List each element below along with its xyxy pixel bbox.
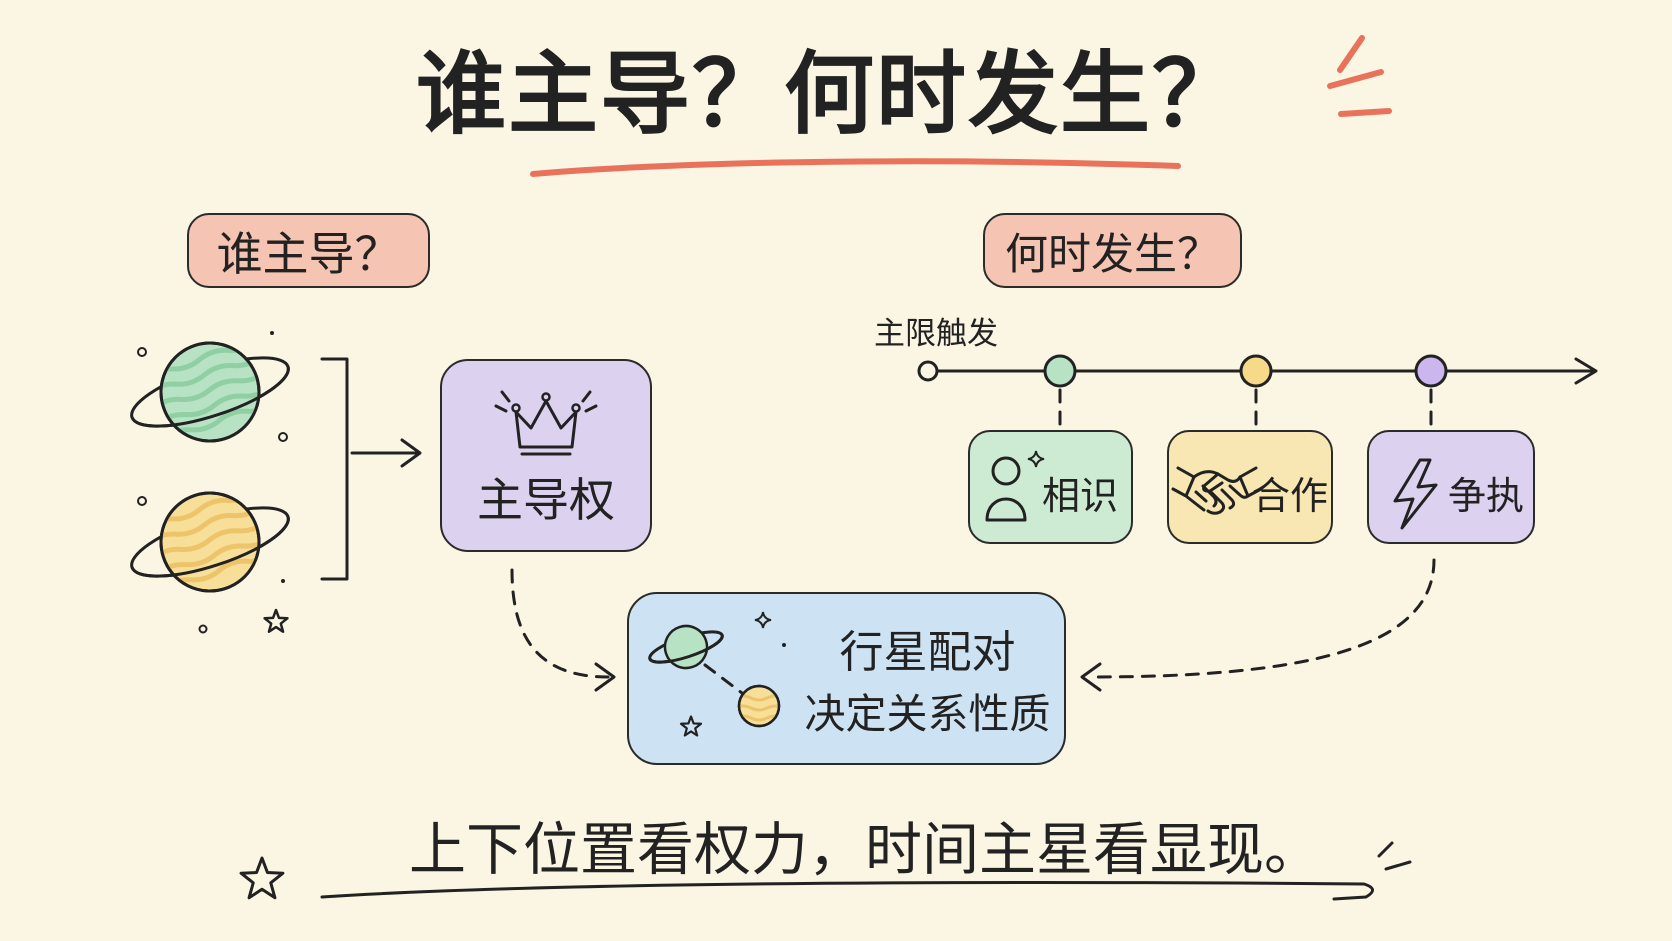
accent-stroke-icon [1338,108,1392,117]
heading-pill-when-label: 何时发生？ [1005,229,1220,280]
grouping-bracket [320,357,349,581]
summary-caption: 上下位置看权力，时间主星看显现。 [409,817,1321,883]
dot-icon [137,347,147,357]
accent-stroke-icon [1337,35,1365,73]
event-label-conflict: 争执 [1448,474,1525,518]
arrow-head-icon [1574,357,1598,385]
star-icon [265,610,288,632]
dot-icon [198,624,208,634]
dot-icon [137,496,147,506]
heading-pill-who: 谁主导？ [187,213,430,288]
timeline-dot-conflict [1414,354,1448,388]
arrow-head-icon [1080,662,1102,692]
arrow-head-icon [400,438,422,468]
star-icon [241,858,283,898]
title-underline [530,158,1181,177]
dot-icon [281,579,285,583]
arrow-head-icon [594,662,616,692]
dashed-arrow-events-to-outcome [1088,558,1436,679]
accent-stroke-icon [1384,860,1412,871]
event-box-meet [968,430,1133,544]
timeline-label: 主限触发 [874,316,998,352]
timeline-start-marker [917,360,939,382]
accent-stroke-icon [1327,69,1384,89]
dashed-arrow-power-to-outcome [510,568,610,679]
outcome-line-1: 行星配对 [839,627,1016,678]
heading-pill-when: 何时发生？ [983,213,1242,288]
dot-icon [278,432,288,442]
event-label-cooperate: 合作 [1252,474,1329,518]
power-box-label: 主导权 [477,473,615,527]
dot-icon [270,331,274,335]
heading-pill-who-label: 谁主导？ [216,226,401,281]
page-title: 谁主导？何时发生？ [416,42,1244,147]
planet-green-icon [130,338,290,443]
power-box [440,359,652,552]
accent-stroke-icon [1377,841,1394,858]
planet-yellow-icon [130,488,290,593]
event-label-meet: 相识 [1042,474,1119,518]
timeline-dot-cooperate [1239,354,1273,388]
timeline-dot-meet [1043,354,1077,388]
outcome-line-2: 决定关系性质 [804,690,1051,738]
